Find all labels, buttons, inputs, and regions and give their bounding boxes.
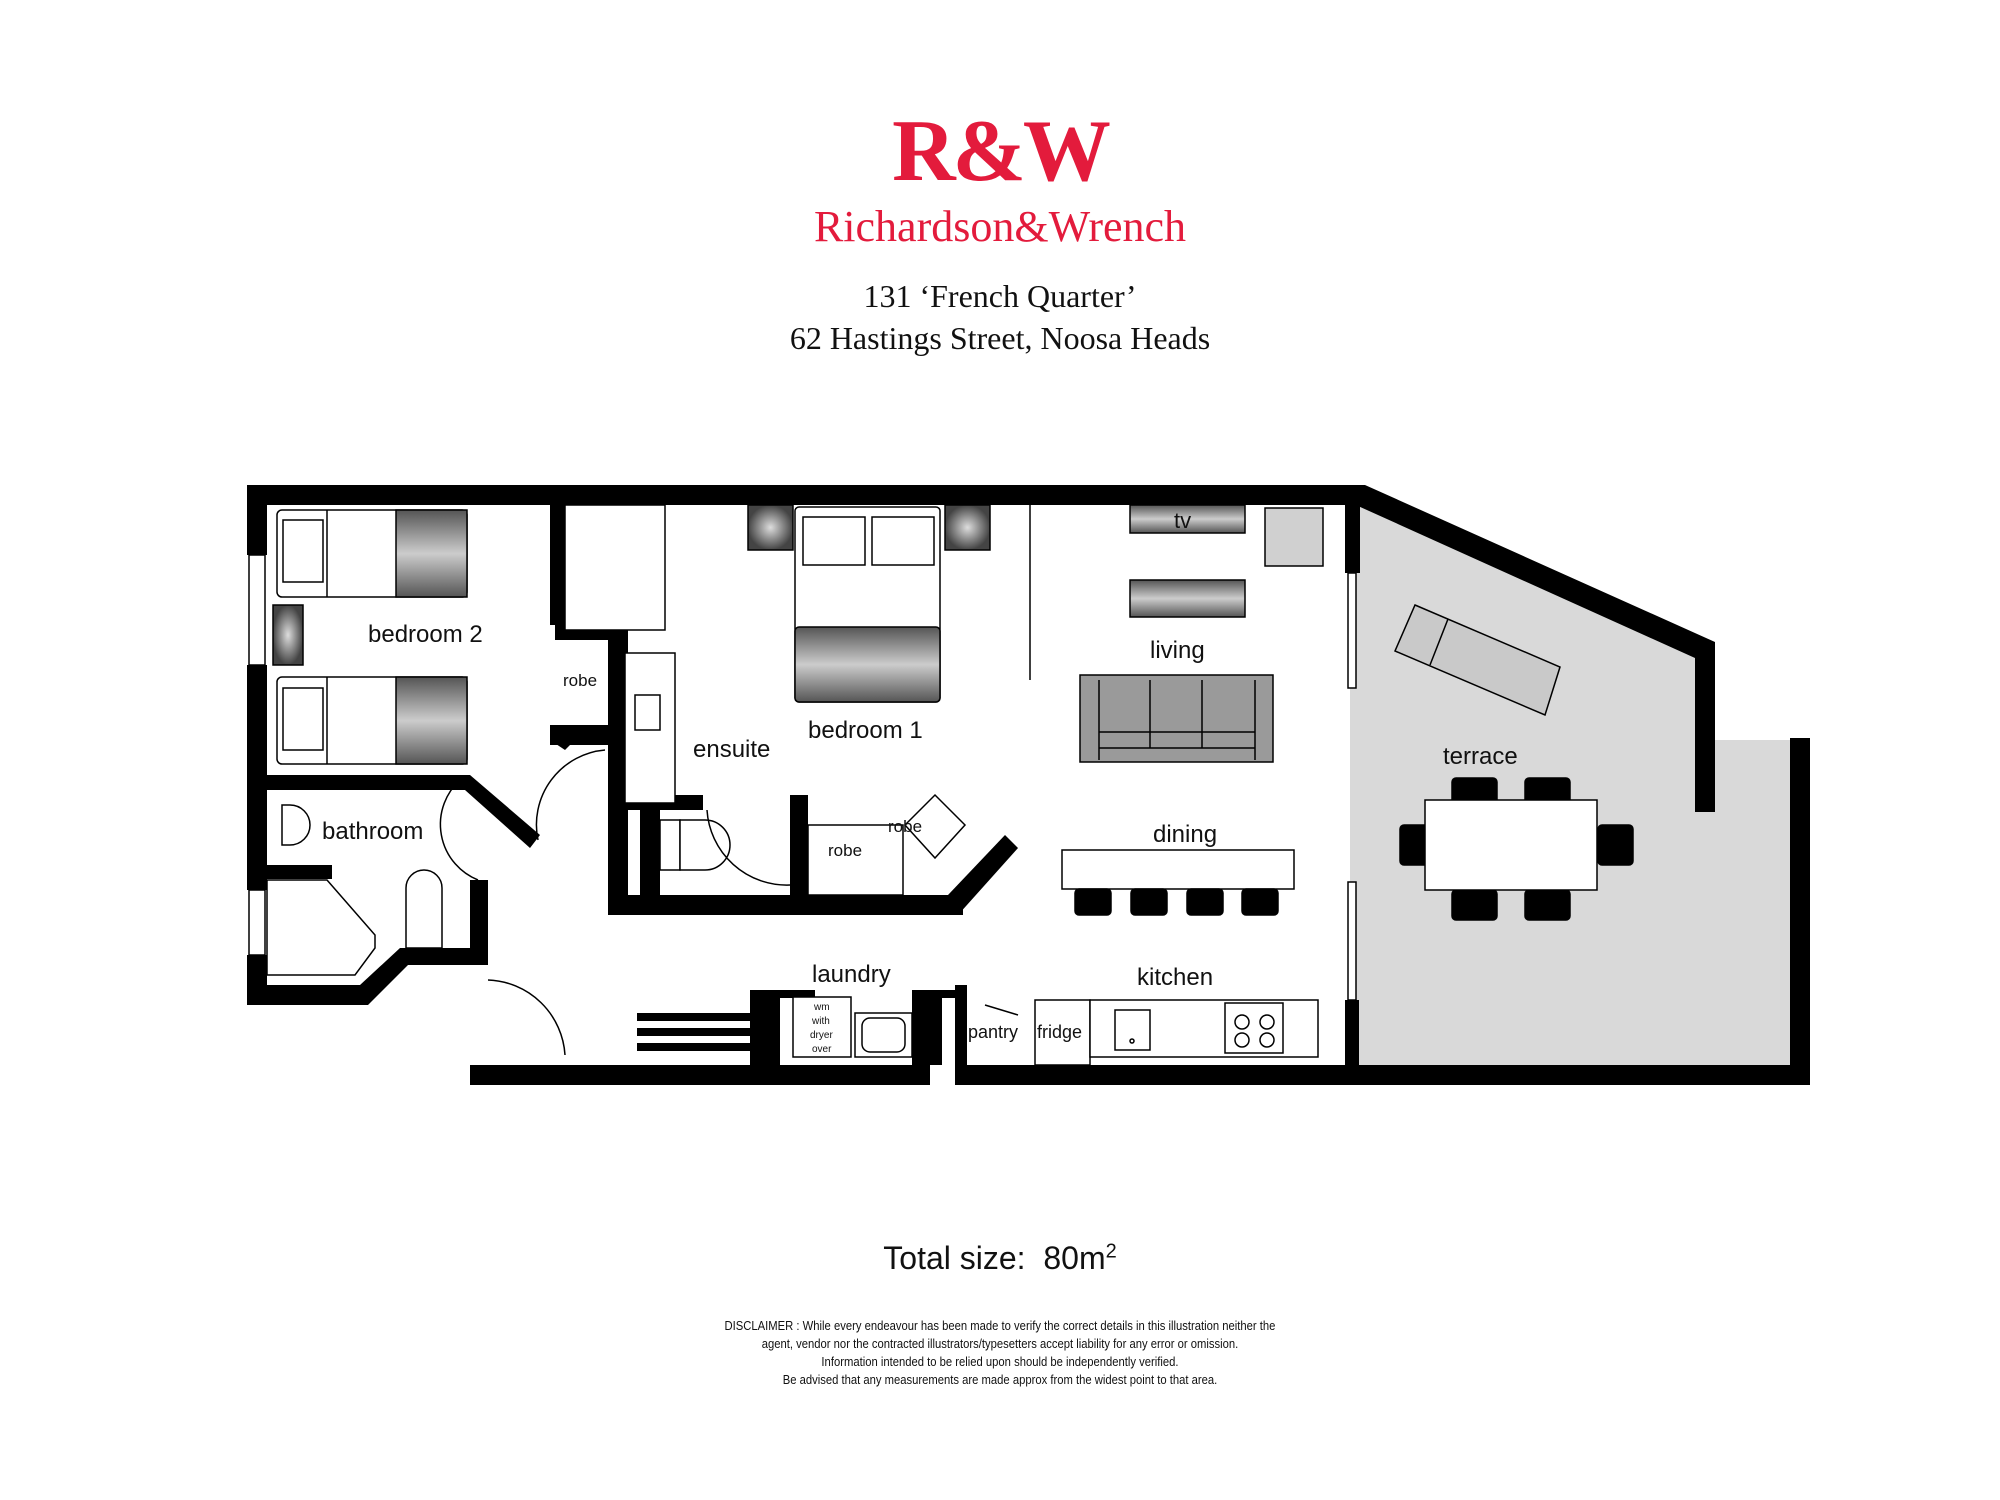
label-bathroom: bathroom — [322, 818, 423, 845]
total-size: Total size: 80m2 — [0, 1240, 2000, 1277]
disclaimer: DISCLAIMER : While every endeavour has b… — [100, 1317, 1900, 1389]
label-laundry: laundry — [812, 961, 891, 988]
windows — [248, 554, 1357, 1001]
label-tv: tv — [1174, 508, 1191, 533]
label-bedroom2: bedroom 2 — [368, 621, 483, 648]
property-title: 131 ‘French Quarter’ — [863, 278, 1137, 314]
total-size-value: 80m — [1043, 1240, 1106, 1276]
label-robe-a: robe — [828, 841, 862, 860]
label-wm-2: with — [811, 1016, 830, 1027]
label-fridge: fridge — [1037, 1022, 1082, 1042]
bedroom1-furniture — [564, 504, 991, 896]
brand-logo-mark: R&W — [892, 103, 1111, 200]
living-furniture — [1079, 504, 1324, 763]
property-address: 62 Hastings Street, Noosa Heads — [789, 320, 1211, 356]
label-wm-4: over — [812, 1044, 832, 1055]
bedroom2-furniture — [272, 509, 468, 765]
label-pantry: pantry — [968, 1022, 1018, 1042]
label-robe-bed2: robe — [563, 671, 597, 690]
bathroom-fixtures — [266, 804, 443, 976]
label-wm-1: wm — [813, 1002, 830, 1013]
stairs — [637, 1013, 750, 1051]
disclaimer-line: Information intended to be relied upon s… — [821, 1355, 1179, 1369]
disclaimer-line: agent, vendor nor the contracted illustr… — [761, 1337, 1239, 1351]
laundry-fixtures — [792, 996, 913, 1058]
label-terrace: terrace — [1443, 743, 1518, 770]
brand-name: Richardson&Wrench — [813, 202, 1187, 251]
total-size-unit: 2 — [1105, 1240, 1117, 1263]
label-robe-b: robe — [888, 817, 922, 836]
label-dining: dining — [1153, 821, 1217, 848]
kitchen-fixtures — [1034, 999, 1319, 1066]
label-living: living — [1150, 637, 1205, 664]
label-wm-3: dryer — [810, 1030, 833, 1041]
terrace-furniture — [1394, 604, 1634, 921]
disclaimer-line: Be advised that any measurements are mad… — [782, 1373, 1218, 1387]
dining-furniture — [1061, 849, 1295, 916]
label-bedroom1: bedroom 1 — [808, 717, 923, 744]
label-kitchen: kitchen — [1137, 964, 1213, 991]
total-size-label: Total size: — [883, 1240, 1026, 1276]
disclaimer-line: DISCLAIMER : While every endeavour has b… — [724, 1319, 1276, 1333]
door-swings — [439, 505, 1031, 1056]
label-ensuite: ensuite — [693, 736, 770, 763]
